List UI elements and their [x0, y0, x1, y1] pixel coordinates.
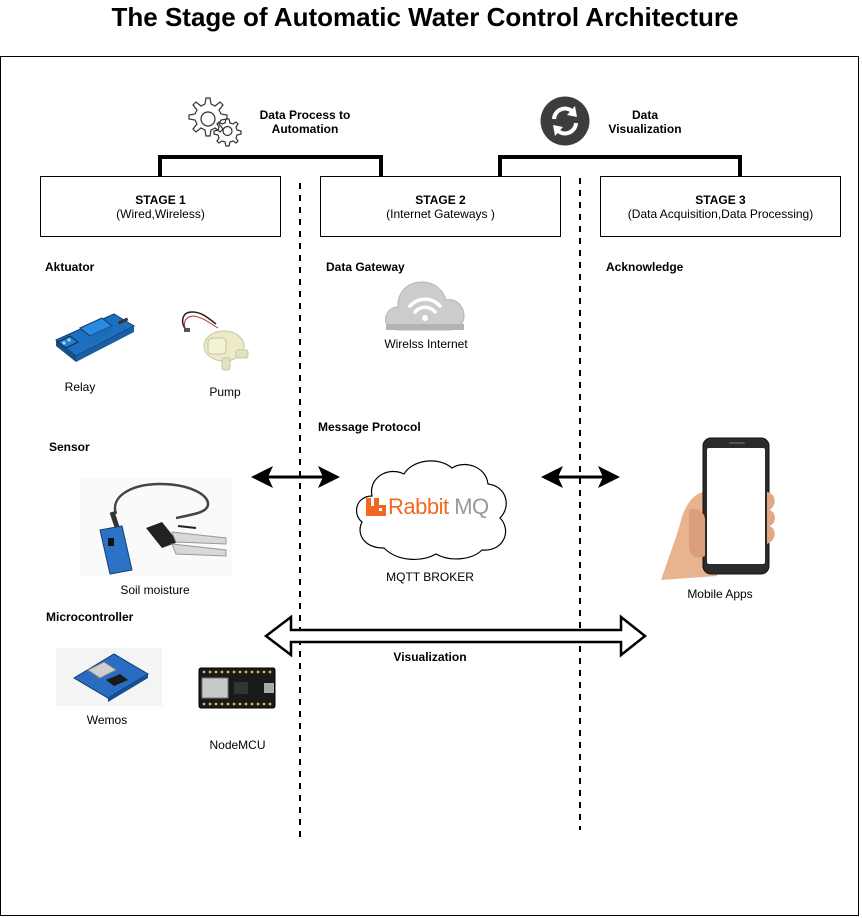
- rabbitmq-logo-mq: MQ: [454, 494, 489, 519]
- wireless-cloud-icon: [385, 281, 465, 331]
- aktuator-heading: Aktuator: [45, 260, 95, 274]
- relay-label: Relay: [64, 380, 96, 394]
- visualization-arrow-label: Visualization: [393, 650, 467, 664]
- stage-2-box: STAGE 2 (Internet Gateways ): [320, 176, 561, 237]
- rabbitmq-logo-icon: [366, 498, 386, 516]
- wemos-label: Wemos: [86, 713, 128, 727]
- stage-3-desc: (Data Acquisition,Data Processing): [627, 207, 814, 221]
- stage-3-box: STAGE 3 (Data Acquisition,Data Processin…: [600, 176, 841, 237]
- mobile-apps-label: Mobile Apps: [687, 587, 753, 601]
- refresh-icon: [540, 96, 590, 146]
- mqtt-broker-label: MQTT BROKER: [386, 570, 474, 584]
- gear-icon: [188, 97, 242, 147]
- header-process-label: Data Process to Automation: [259, 108, 351, 136]
- visualization-double-arrow: [263, 614, 648, 658]
- stage-2-title: STAGE 2: [415, 193, 466, 207]
- wemos-board-icon: [56, 648, 162, 706]
- stage-1-title: STAGE 1: [135, 193, 186, 207]
- sensor-heading: Sensor: [49, 440, 90, 454]
- nodemcu-label: NodeMCU: [209, 738, 266, 752]
- wireless-internet-label: Wirelss Internet: [384, 337, 468, 351]
- data-gateway-heading: Data Gateway: [326, 260, 405, 274]
- stage-3-title: STAGE 3: [695, 193, 746, 207]
- pump-icon: [181, 311, 249, 371]
- soil-moisture-label: Soil moisture: [120, 583, 190, 597]
- bracket-visualization: [498, 155, 742, 178]
- rabbitmq-logo-text: Rabbit MQ: [388, 494, 489, 520]
- nodemcu-board-icon: [198, 667, 276, 709]
- stage-1-box: STAGE 1 (Wired,Wireless): [40, 176, 281, 237]
- soil-moisture-sensor-icon: [80, 478, 232, 576]
- pump-label: Pump: [209, 385, 241, 399]
- rabbitmq-logo-wordmark: Rabbit: [388, 494, 449, 519]
- stage-1-desc: (Wired,Wireless): [116, 207, 205, 221]
- mqtt-broker-cloud: [355, 460, 507, 560]
- microcontroller-heading: Microcontroller: [46, 610, 134, 624]
- header-visualization-label: Data Visualization: [608, 108, 682, 136]
- acknowledge-heading: Acknowledge: [606, 260, 684, 274]
- arrow-stage1-stage2: [251, 466, 340, 488]
- arrow-stage2-stage3: [541, 466, 620, 488]
- stage-2-desc: (Internet Gateways ): [386, 207, 495, 221]
- mobile-phone-hand-icon: [661, 437, 775, 580]
- message-protocol-heading: Message Protocol: [318, 420, 421, 434]
- relay-module-icon: [55, 313, 136, 362]
- diagram-title: The Stage of Automatic Water Control Arc…: [111, 2, 739, 32]
- diagram-frame: [0, 56, 859, 916]
- bracket-process: [158, 155, 383, 178]
